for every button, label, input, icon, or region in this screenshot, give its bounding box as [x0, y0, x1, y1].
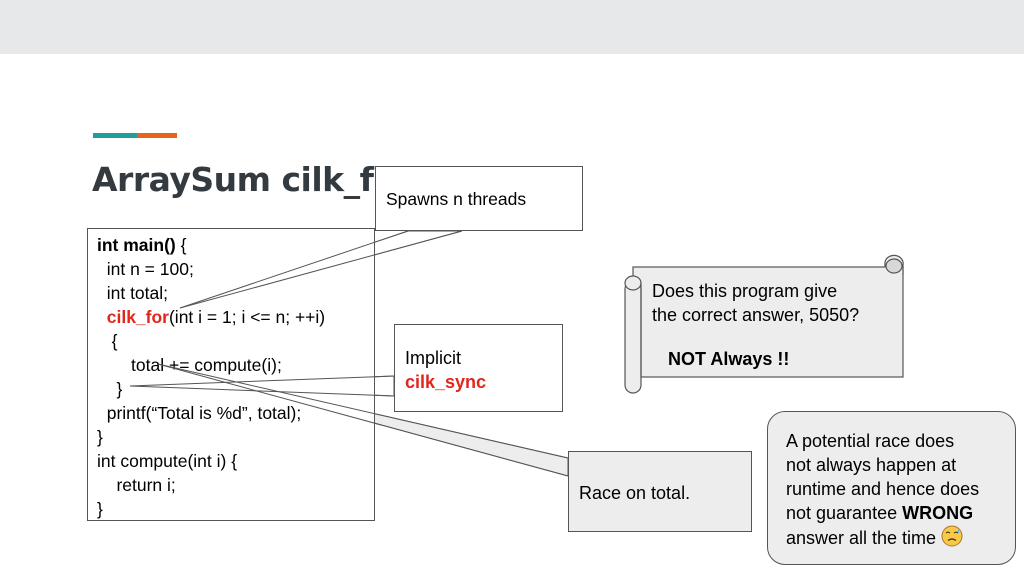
code-line: {: [97, 331, 118, 351]
slide-title: ArraySum cilk_for: [92, 160, 412, 199]
implicit-callout-text: Implicit: [405, 348, 462, 368]
code-line: }: [97, 427, 103, 447]
code-line: total += compute(i);: [97, 355, 282, 375]
code-line: printf(“Total is %d”, total);: [97, 403, 302, 423]
implicit-sync-callout: Implicit cilk_sync: [394, 324, 563, 412]
code-line: int total;: [97, 283, 169, 303]
code-line: }: [97, 499, 103, 519]
code-line: }: [97, 379, 123, 399]
race-note-callout: A potential race does not always happen …: [767, 411, 1016, 565]
cilk-for-keyword: cilk_for: [106, 307, 169, 327]
code-line: return i;: [97, 475, 176, 495]
code-box: int main() { int n = 100; int total; cil…: [87, 228, 375, 521]
race-callout: Race on total.: [568, 451, 752, 532]
top-bar: [0, 0, 1024, 54]
spawns-callout-text: Spawns n threads: [386, 189, 527, 209]
accent-bar-teal: [93, 133, 137, 138]
scroll-question: Does this program give the correct answe…: [652, 281, 860, 325]
cilk-sync-keyword: cilk_sync: [405, 372, 487, 392]
code-main-keyword: int main(): [97, 235, 176, 255]
sweat-face-icon: [941, 525, 963, 553]
race-callout-text: Race on total.: [579, 483, 691, 503]
code-line: int n = 100;: [97, 259, 194, 279]
scroll-answer: NOT Always !!: [668, 349, 790, 369]
wrong-emphasis: WRONG: [902, 503, 974, 523]
spawns-callout: Spawns n threads: [375, 166, 583, 231]
code-line: int compute(int i) {: [97, 451, 238, 471]
accent-bar-orange: [137, 133, 177, 138]
